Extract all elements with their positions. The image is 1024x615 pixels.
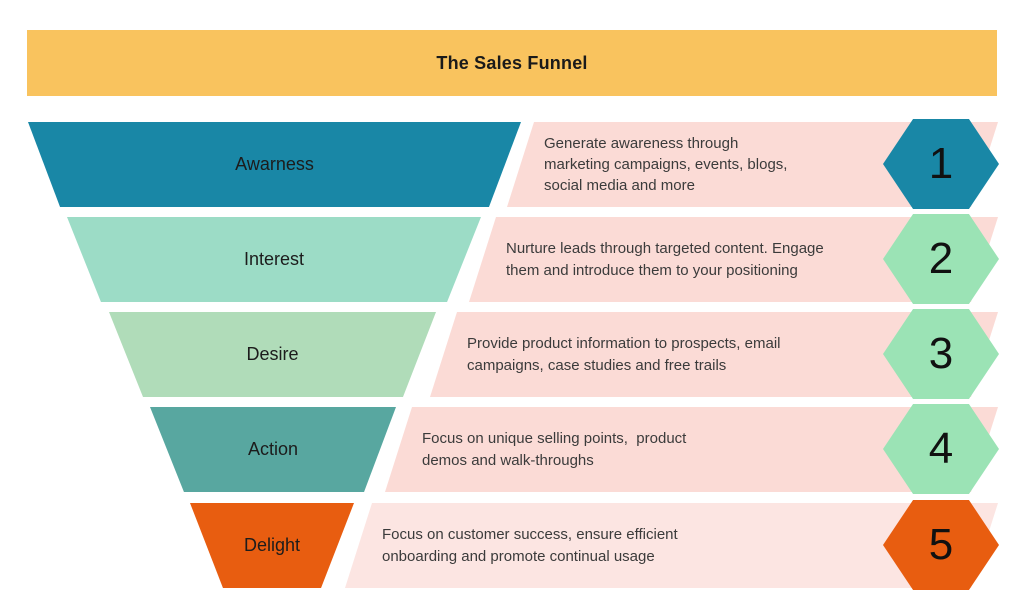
stage-number: 2 [928, 234, 954, 283]
funnel-stage-label: Action [247, 439, 299, 459]
stage-number: 1 [928, 139, 954, 188]
funnel-stage-interest: Interest [67, 217, 481, 302]
funnel-stage-label: Desire [246, 344, 299, 364]
funnel-stage-desire: Desire [109, 312, 436, 397]
stage-description-text: Focus on customer success, ensure effici… [382, 526, 678, 565]
funnel-stage-label: Awarness [235, 154, 314, 174]
stage-number: 3 [928, 329, 954, 378]
funnel-stage-label: Interest [243, 249, 305, 269]
stage-description-text: Nurture leads through targeted content. … [506, 240, 824, 279]
stage-description-text: Focus on unique selling points, product … [422, 430, 687, 469]
funnel-stage-action: Action [150, 407, 396, 492]
stage-number: 4 [928, 424, 954, 473]
stage-description-text: Provide product information to prospects… [467, 335, 781, 374]
page-title: The Sales Funnel [436, 52, 588, 73]
funnel-stage-delight: Delight [190, 503, 354, 588]
funnel-stage-awareness: Awarness [28, 122, 521, 207]
stage-number: 5 [928, 520, 954, 569]
diagram-title-banner: The Sales Funnel [27, 30, 997, 96]
funnel-stage-label: Delight [243, 535, 301, 555]
stage-description-text: Generate awareness through marketing cam… [544, 134, 788, 195]
stage-description-panel: Focus on unique selling points, product … [385, 407, 998, 492]
